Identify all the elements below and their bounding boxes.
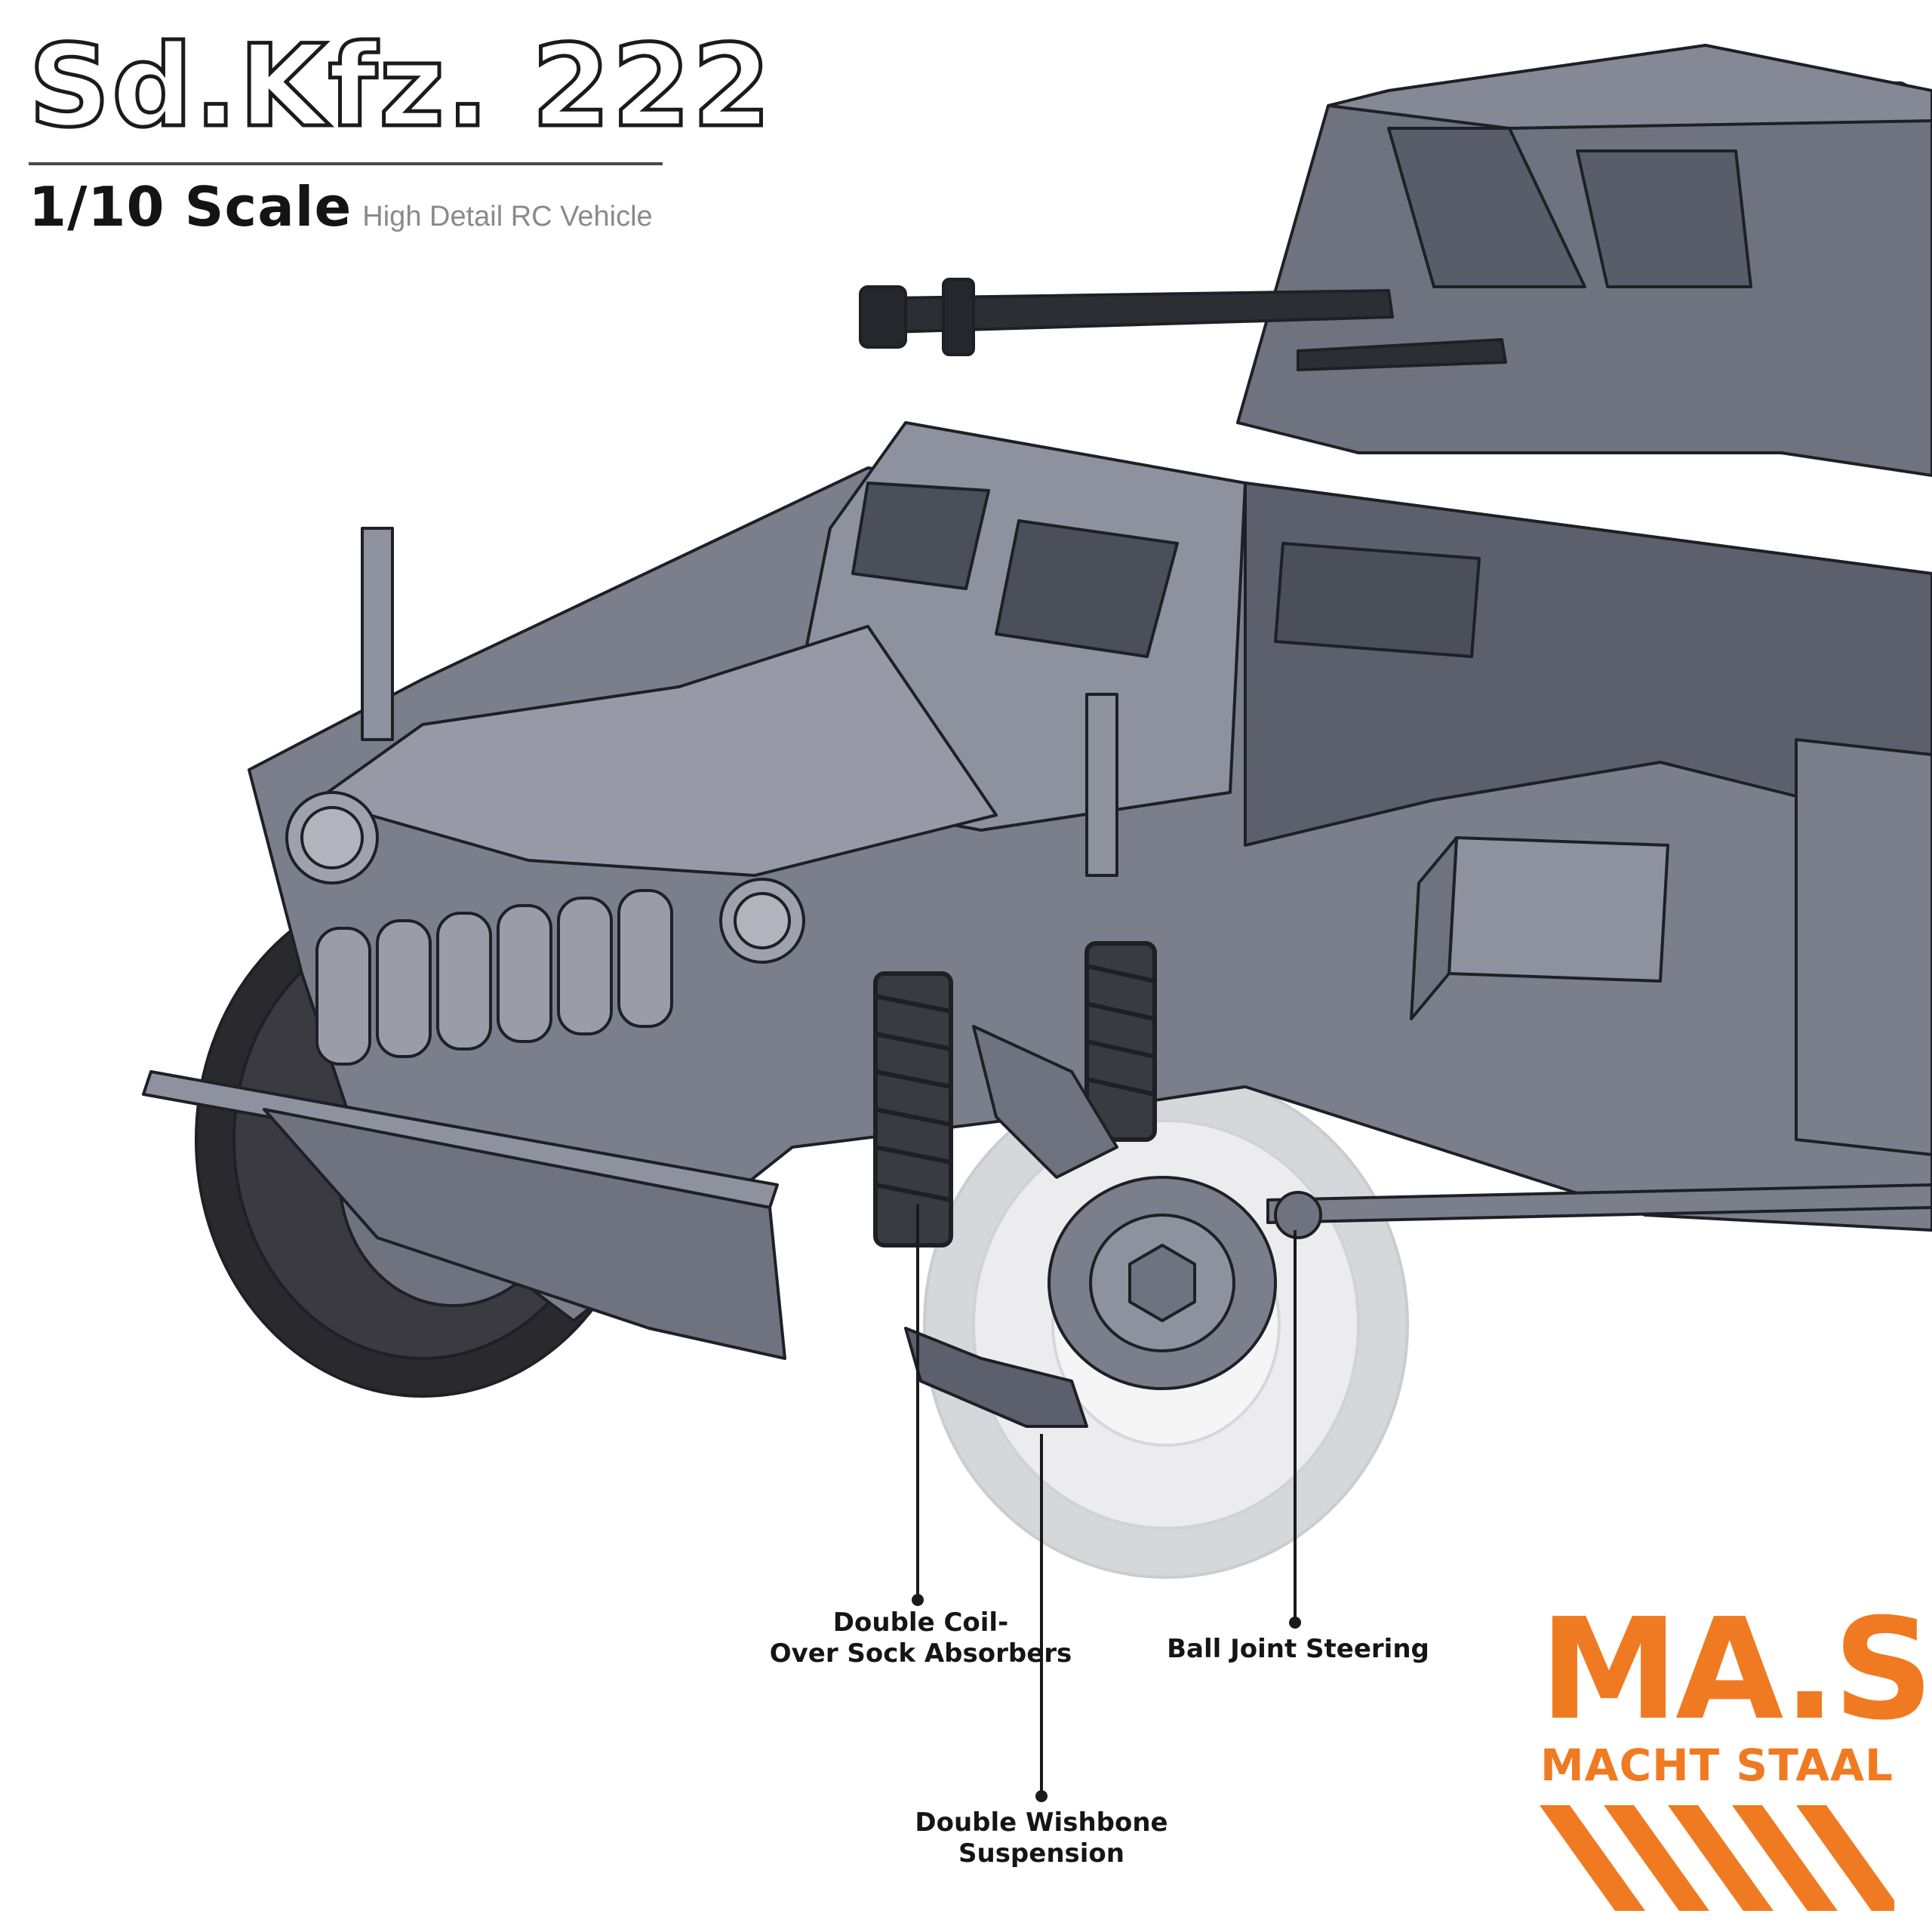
callout-coil-line2: Over Sock Absorbers	[769, 1638, 1072, 1669]
antenna-post	[361, 527, 394, 741]
storage-box-side	[1410, 836, 1458, 1020]
storage-box	[1447, 836, 1669, 983]
page-title: Sd.Kfz. 222	[27, 21, 774, 152]
upper-wishbone	[972, 1025, 1118, 1179]
scale-label: 1/10 Scale	[29, 175, 352, 238]
title-divider	[29, 162, 663, 165]
headlight-left-lens	[300, 806, 364, 869]
front-skirt	[263, 1108, 786, 1360]
turret-window	[1387, 127, 1586, 288]
callout-ball-joint-steering: Ball Joint Steering	[1117, 1634, 1479, 1665]
coil-shock-left	[873, 971, 953, 1247]
brand-logo: MA.S MACHT STAAL	[1540, 1588, 1932, 1917]
callout-wishbone-line1: Double Wishbone	[915, 1807, 1168, 1838]
callout-double-wishbone: Double Wishbone Suspension	[815, 1807, 1268, 1870]
vision-port	[851, 481, 990, 590]
lower-wishbone	[904, 1327, 1088, 1428]
turret	[1236, 74, 1932, 477]
brand-name: MA.S	[1540, 1588, 1932, 1751]
subtitle-row: 1/10 Scale High Detail RC Vehicle	[29, 175, 653, 238]
rear-side-box	[1795, 738, 1932, 1156]
smoke-canister-rack	[315, 889, 673, 1066]
antenna-post	[1085, 693, 1118, 877]
ball-joint	[1274, 1191, 1322, 1239]
tie-rod	[1266, 1183, 1932, 1224]
turret-top	[1327, 44, 1932, 130]
coil-shock-right	[1084, 941, 1157, 1142]
hub-nut	[1128, 1244, 1196, 1322]
brand-subtitle: MACHT STAAL	[1540, 1740, 1894, 1791]
headlight-right-lens	[734, 892, 791, 949]
callout-coil-shocks: Double Coil- Over Sock Absorbers	[694, 1607, 1147, 1670]
callout-wishbone-line2: Suspension	[958, 1838, 1124, 1869]
tagline: High Detail RC Vehicle	[362, 201, 653, 232]
main-gun	[859, 278, 1507, 371]
callout-steering-label: Ball Joint Steering	[1167, 1634, 1429, 1664]
callout-dots	[912, 1594, 1301, 1802]
brand-hazard-stripes	[1540, 1805, 1894, 1911]
vision-port	[995, 519, 1179, 658]
callout-coil-line1: Double Coil-	[832, 1607, 1009, 1638]
vision-port	[1274, 542, 1481, 658]
callout-lines	[916, 1204, 1297, 1796]
turret-window	[1576, 149, 1752, 288]
